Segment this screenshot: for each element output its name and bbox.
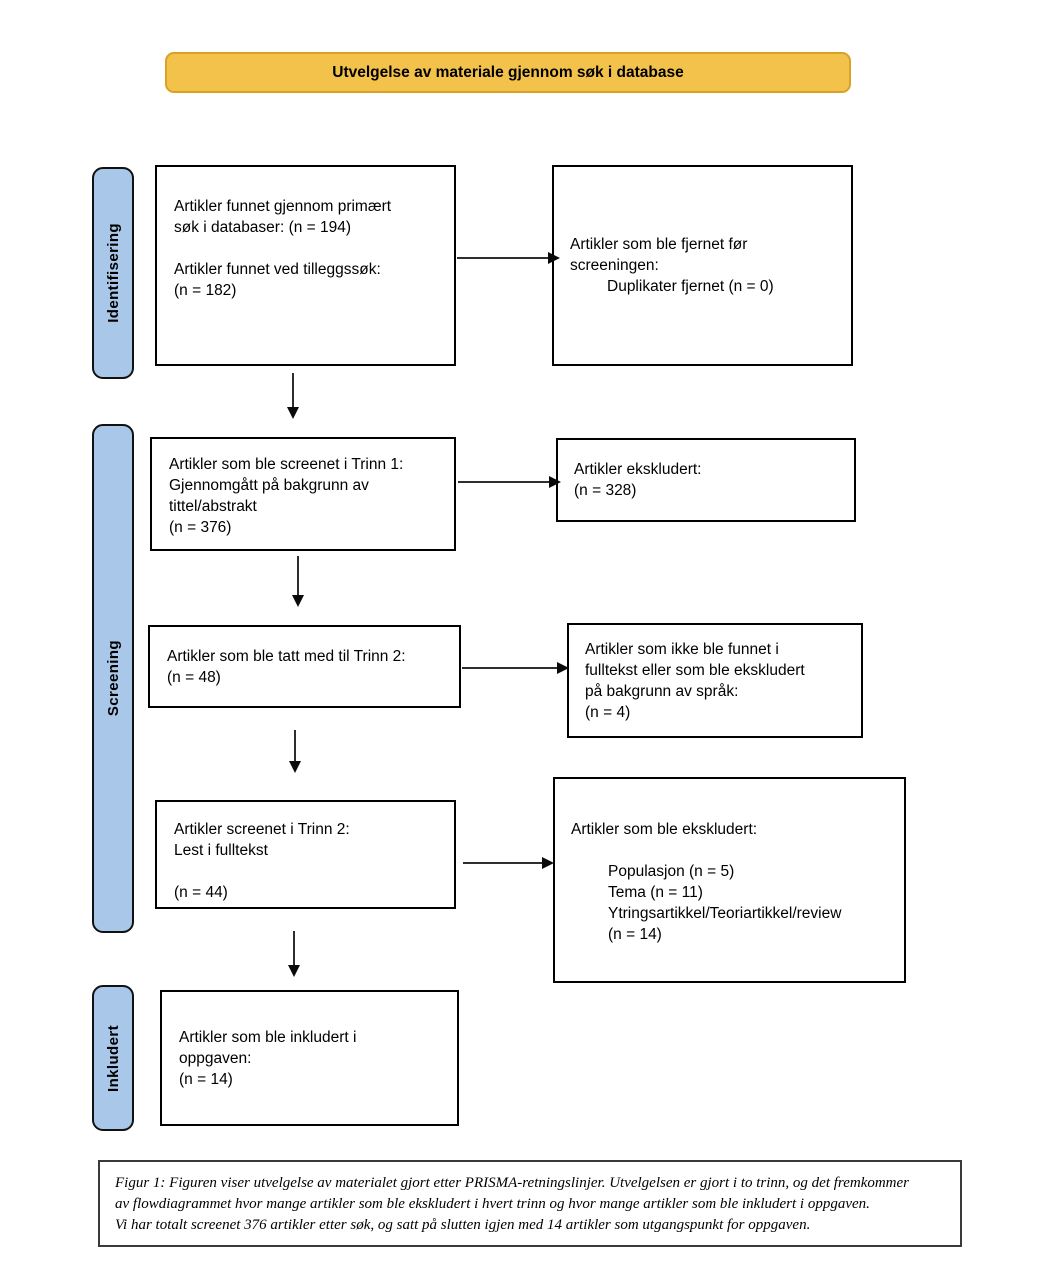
arrow-primary-to-trinn1 xyxy=(287,373,299,419)
caption-line: av flowdiagrammet hvor mange artikler so… xyxy=(115,1196,870,1212)
text-line: Artikler som ble inkludert i xyxy=(179,1028,357,1046)
text-line xyxy=(174,861,437,882)
text-line: Artikler funnet ved tilleggssøk: xyxy=(174,261,381,278)
figure-caption: Figur 1: Figuren viser utvelgelse av mat… xyxy=(98,1160,962,1247)
text-line: (n = 44) xyxy=(174,884,228,901)
text-line: Populasjon (n = 5) xyxy=(608,863,735,880)
box-excluded-trinn2: Artikler som ble ekskludert: Populasjon … xyxy=(553,777,906,983)
box-removed-before-screening: Artikler som ble fjernet før screeningen… xyxy=(552,165,853,366)
text-line: Artikler ekskludert: xyxy=(574,461,702,478)
text-line: Gjennomgått på bakgrunn av xyxy=(169,477,369,494)
box-primary-search: Artikler funnet gjennom primært søk i da… xyxy=(155,165,456,366)
arrow-lest-to-included xyxy=(288,931,300,977)
text-line: på bakgrunn av språk: xyxy=(585,683,739,700)
box-screened-trinn2: Artikler screenet i Trinn 2: Lest i full… xyxy=(155,800,456,909)
text-line: (n = 4) xyxy=(585,704,631,721)
arrow-primary-to-removed xyxy=(457,252,560,264)
text-line: tittel/abstrakt xyxy=(169,498,257,515)
text-line: fulltekst eller som ble ekskludert xyxy=(585,662,805,679)
text-line: (n = 14) xyxy=(608,926,662,943)
arrow-trinn2-to-lest xyxy=(289,730,301,773)
text-line: Artikler som ble ekskludert: xyxy=(571,821,758,838)
stage-label-inkludert: Inkludert xyxy=(92,985,134,1131)
stage-label-text: Screening xyxy=(104,640,122,717)
box-screened-trinn1: Artikler som ble screenet i Trinn 1: Gje… xyxy=(150,437,456,551)
text-line: oppgaven: xyxy=(179,1049,252,1067)
text-line: Artikler screenet i Trinn 2: xyxy=(174,821,350,838)
text-line: (n = 376) xyxy=(169,519,232,536)
text-line: Tema (n = 11) xyxy=(608,884,703,901)
arrow-trinn2-to-notfound xyxy=(462,662,569,674)
stage-label-screening: Screening xyxy=(92,424,134,933)
caption-line: Figur 1: Figuren viser utvelgelse av mat… xyxy=(115,1175,910,1191)
text-line xyxy=(571,840,888,861)
text-line: (n = 14) xyxy=(179,1070,233,1088)
stage-label-text: Identifisering xyxy=(104,223,122,323)
text-line: screeningen: xyxy=(570,257,659,274)
box-taken-to-trinn2: Artikler som ble tatt med til Trinn 2: (… xyxy=(148,625,461,708)
text-line: Ytringsartikkel/Teoriartikkel/review xyxy=(608,905,842,922)
text-line: Artikler som ble fjernet før xyxy=(570,236,748,253)
stage-label-identifisering: Identifisering xyxy=(92,167,134,379)
arrow-trinn1-to-trinn2 xyxy=(292,556,304,607)
text-line xyxy=(174,238,437,259)
text-line: Lest i fulltekst xyxy=(174,842,268,859)
box-excluded-trinn1: Artikler ekskludert: (n = 328) xyxy=(556,438,856,522)
text-line: Artikler funnet gjennom primært xyxy=(174,198,392,215)
text-line: (n = 182) xyxy=(174,282,237,299)
caption-line: Vi har totalt screenet 376 artikler ette… xyxy=(115,1217,811,1233)
arrow-trinn1-to-excluded xyxy=(458,476,561,488)
box-not-found-fulltext: Artikler som ikke ble funnet i fulltekst… xyxy=(567,623,863,738)
title-banner: Utvelgelse av materiale gjennom søk i da… xyxy=(165,52,851,93)
text-line: (n = 328) xyxy=(574,482,637,499)
stage-label-text: Inkludert xyxy=(104,1024,122,1092)
text-line: søk i databaser: (n = 194) xyxy=(174,219,352,236)
text-line: Artikler som ble tatt med til Trinn 2: xyxy=(167,647,406,665)
arrow-lest-to-excluded xyxy=(463,857,554,869)
text-line: Artikler som ikke ble funnet i xyxy=(585,641,779,658)
box-included: Artikler som ble inkludert i oppgaven: (… xyxy=(160,990,459,1126)
diagram-title: Utvelgelse av materiale gjennom søk i da… xyxy=(332,63,684,81)
text-line: Duplikater fjernet (n = 0) xyxy=(607,278,774,295)
text-line: (n = 48) xyxy=(167,668,221,686)
text-line: Artikler som ble screenet i Trinn 1: xyxy=(169,456,404,473)
